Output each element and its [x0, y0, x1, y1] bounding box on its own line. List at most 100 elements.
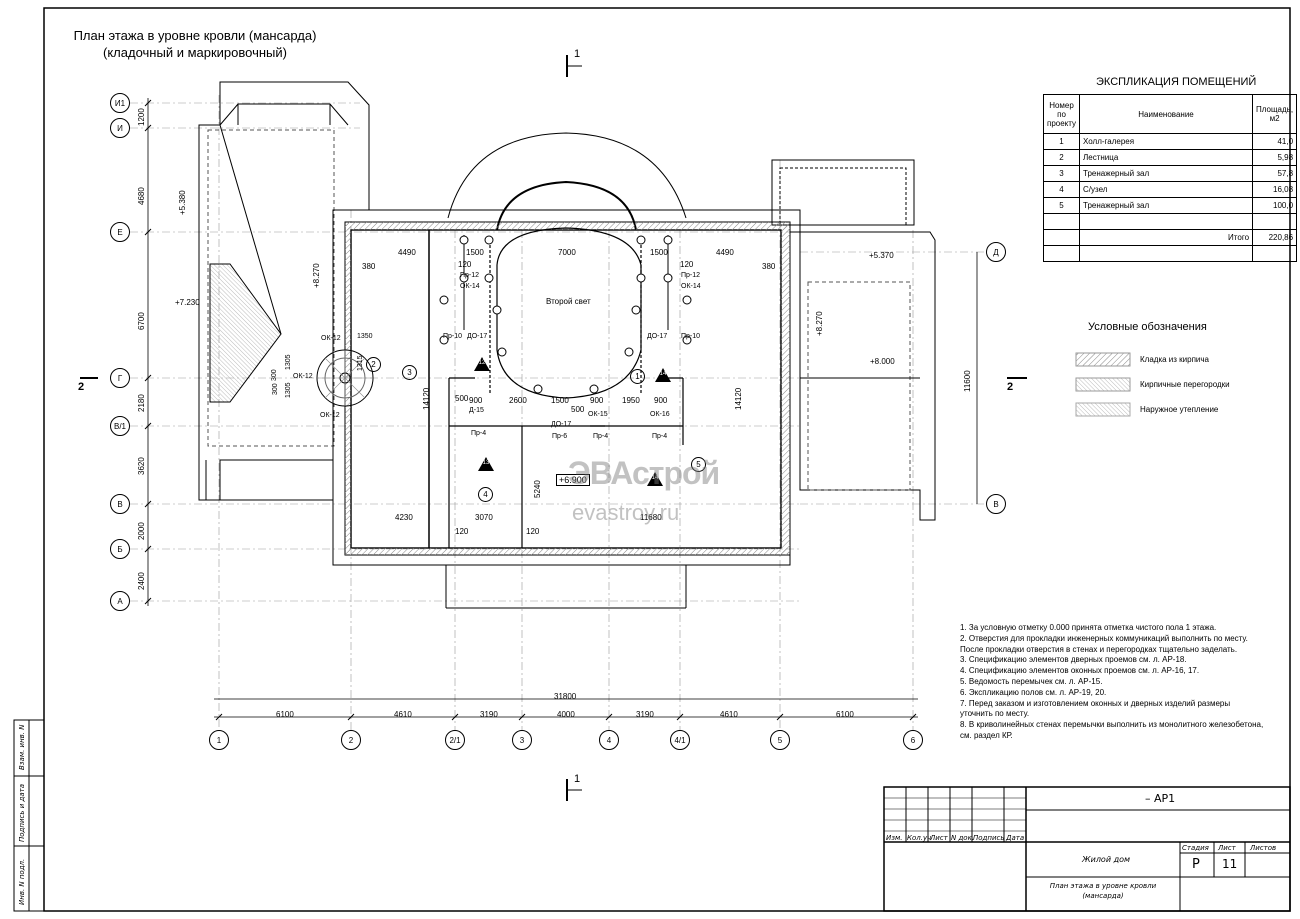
dim-label: 14120: [422, 387, 431, 410]
opening-mark: Пр-12: [460, 272, 480, 279]
opening-mark: Пр-6: [552, 433, 568, 440]
row-axis-bubble: В/1: [110, 416, 130, 436]
opening-mark: ОК-14: [681, 283, 701, 290]
second-light-label: Второй свет: [546, 297, 591, 306]
elevation-mark: +5.380: [178, 190, 187, 215]
opening-mark: ОК-12: [293, 373, 313, 380]
note-line: 1. За условную отметку 0.000 принята отм…: [960, 623, 1217, 632]
finish-tag-number: 14: [651, 475, 659, 481]
dim-ticks: [215, 713, 917, 721]
dim-label: 900: [590, 396, 604, 405]
dim-label: 14120: [734, 387, 743, 410]
watermark-brand: ЭВАстрой: [568, 455, 720, 491]
dim-tick: [676, 713, 684, 721]
opening-mark: Пр-4: [652, 433, 668, 440]
right-dim-label: 11600: [963, 370, 972, 392]
dim-label: 5240: [533, 480, 542, 498]
title-line1: План этажа в уровне кровли (мансарда): [73, 28, 317, 43]
note-line: см. раздел КР.: [960, 730, 1013, 740]
finish-tag-triangle: 12: [474, 357, 490, 371]
finish-tag-number: 12: [478, 360, 486, 366]
elevation-mark: +5.370: [869, 251, 894, 260]
dim-tick: [144, 545, 152, 553]
stamp-sheets-header: Листов: [1250, 844, 1277, 852]
side-podpis-data: Подпись и дата: [18, 784, 26, 842]
porch: [445, 565, 687, 609]
dim-label: 1305: [285, 354, 292, 370]
dim-label: 900: [654, 396, 668, 405]
drawing-title: План этажа в уровне кровли (мансарда) (к…: [72, 27, 318, 61]
grid-lines: [130, 95, 990, 730]
stamp-col-izm: Изм.: [886, 834, 903, 842]
dim-tick: [215, 713, 223, 721]
row-axis-bubble: Г: [110, 368, 130, 388]
opening-mark: Пр-4: [471, 430, 487, 437]
note-line: 3. Спецификацию элементов дверных проемо…: [960, 655, 1187, 665]
col-axis-bubble: 2: [341, 730, 361, 750]
side-inv-podl: Инв. N подл.: [18, 858, 26, 905]
column-marker: [631, 305, 641, 315]
column-marker: [663, 235, 673, 245]
column-marker: [636, 273, 646, 283]
note-line: 6. Экспликацию полов см. л. АР-19, 20.: [960, 687, 1107, 697]
col-axis-bubble: 3: [512, 730, 532, 750]
elevation-mark: +8.270: [815, 311, 824, 336]
stamp-col-podpis: Подпись: [973, 834, 1005, 842]
opening-mark: ОК-15: [588, 411, 608, 418]
dim-tick: [144, 422, 152, 430]
legend-title: Условные обозначения: [1088, 321, 1207, 333]
column-marker: [439, 335, 449, 345]
dim-tick: [776, 713, 784, 721]
col-dim-label: 4610: [394, 710, 412, 719]
second-light-oval: [489, 227, 642, 399]
col-header-name: Наименование: [1079, 94, 1254, 134]
overall-dim-label: 31800: [554, 692, 577, 701]
opening-mark: ДО-17: [647, 333, 668, 340]
row-dim-label: 1200: [137, 108, 146, 126]
row-dim-label: 2000: [137, 522, 146, 540]
row-axis-bubble: А: [110, 591, 130, 611]
opening-mark: ОК-16: [650, 411, 670, 418]
bay-dome: [447, 132, 687, 231]
column-marker: [484, 273, 494, 283]
dim-tick: [605, 713, 613, 721]
dim-label: 300: [271, 369, 278, 381]
side-mark-right: 2: [1007, 381, 1014, 393]
note-line: 7. Перед заказом и изготовлением оконных…: [960, 698, 1231, 708]
dim-label: 3070: [475, 513, 493, 522]
legend-item-brick: Кладка из кирпича: [1140, 355, 1209, 364]
stamp-sheet-title: План этажа в уровне кровли (мансарда): [1049, 882, 1157, 900]
column-marker: [497, 347, 507, 357]
legend-swatch-insulation: [1075, 402, 1131, 417]
stamp-sheet-number: 11: [1222, 857, 1238, 871]
table-row: [1042, 245, 1298, 262]
stamp-col-koluch: Кол.уч: [907, 834, 932, 842]
row-axis-bubble: Б: [110, 539, 130, 559]
row-axis-bubble: И: [110, 118, 130, 138]
dim-label: 120: [680, 260, 694, 269]
dim-label: 500: [455, 394, 469, 403]
opening-mark: ДО-17: [467, 333, 488, 340]
dim-label: 380: [762, 262, 776, 271]
row-axis-bubble: И1: [110, 93, 130, 113]
dim-label: 120: [526, 527, 540, 536]
dim-label: 1950: [622, 396, 640, 405]
dim-label: 1500: [466, 248, 484, 257]
note-line: 8. В криволинейных стенах перемычки выпо…: [960, 720, 1264, 730]
elevation-mark: +8.270: [312, 263, 321, 288]
opening-mark: ОК-14: [460, 283, 480, 290]
stamp-code: – АР1: [1145, 792, 1176, 805]
section-marks: [80, 55, 1027, 801]
dim-tick: [144, 374, 152, 382]
column-marker: [439, 295, 449, 305]
dim-label: 120: [455, 527, 469, 536]
dim-label: 11680: [640, 513, 662, 522]
right-axis-bubble: Д: [986, 242, 1006, 262]
right-roof: [771, 159, 936, 521]
column-marker: [682, 335, 692, 345]
section-mark-top: 1: [574, 48, 581, 60]
stamp-col-list: Лист: [930, 834, 948, 842]
row-dim-label: 3620: [137, 457, 146, 475]
